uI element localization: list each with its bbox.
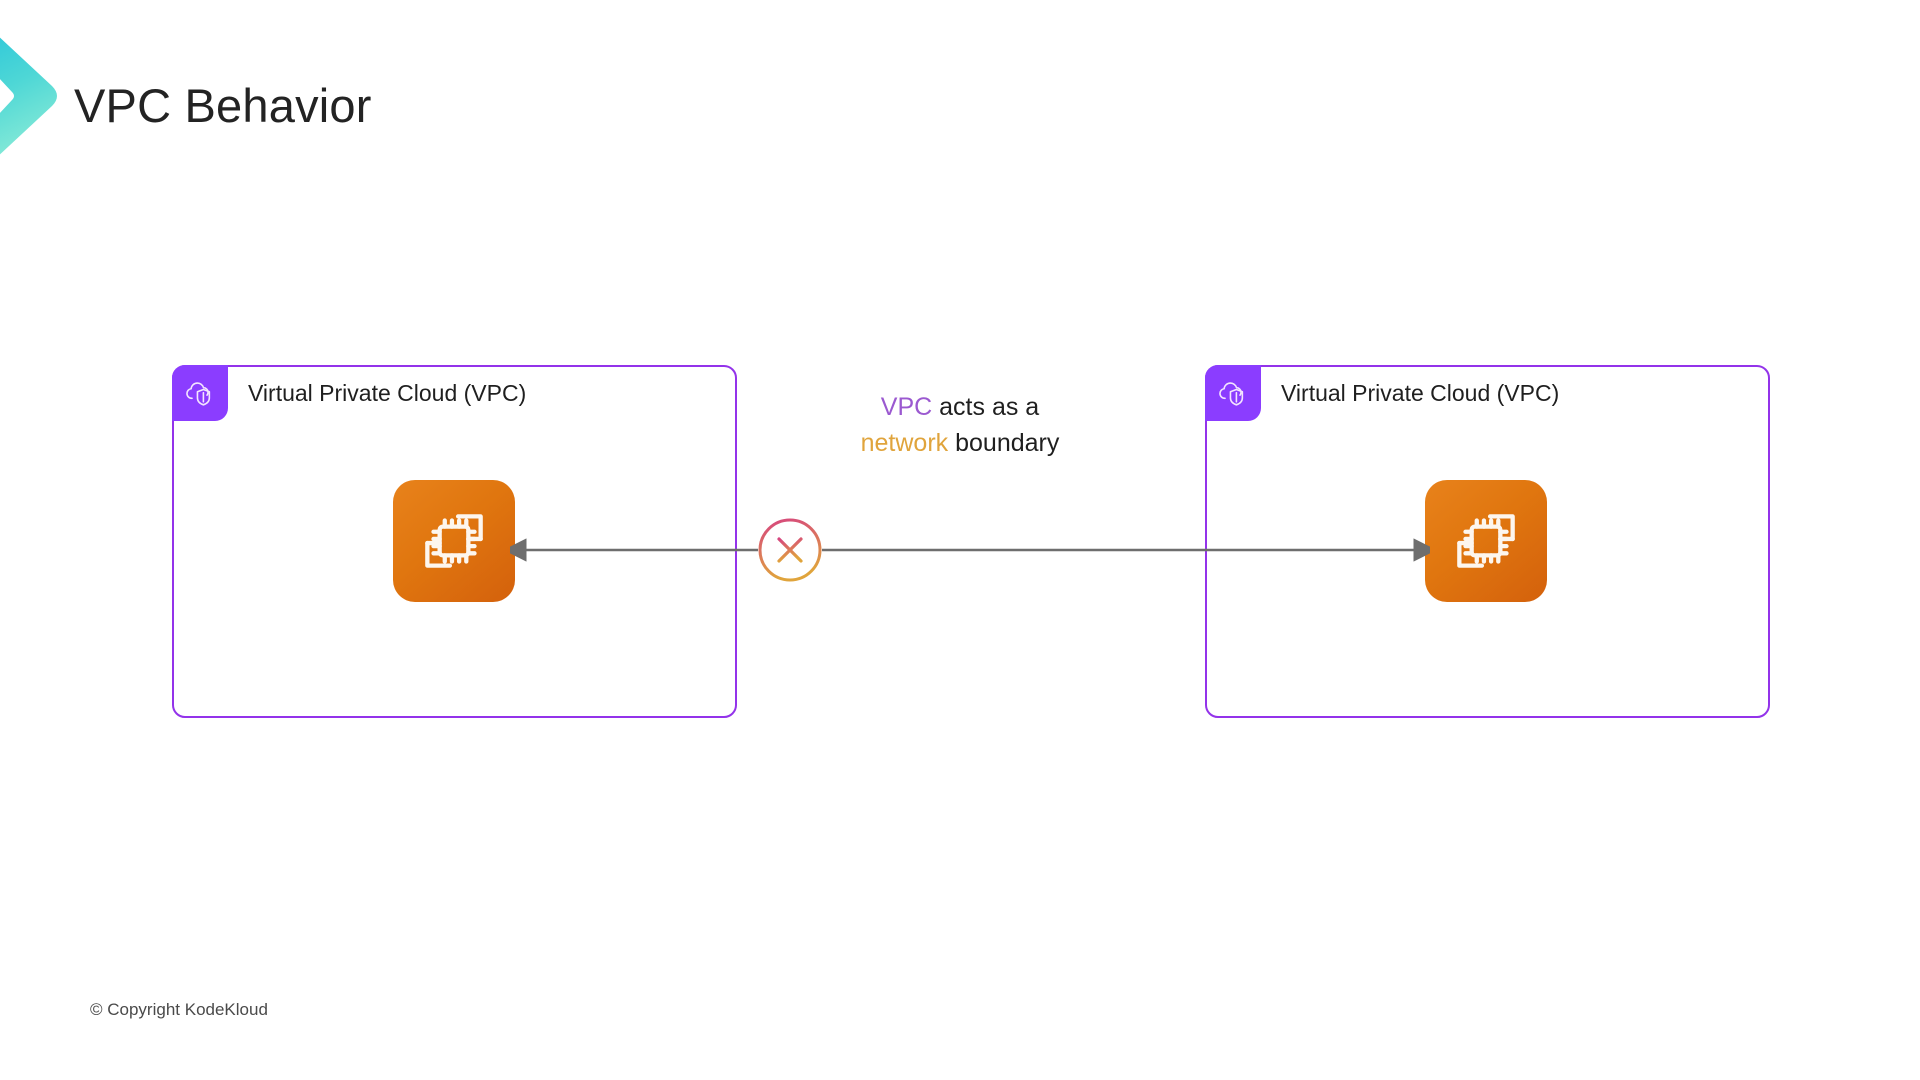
ec2-instance-icon <box>393 480 515 602</box>
vpc-label-left: Virtual Private Cloud (VPC) <box>248 380 527 406</box>
ec2-instance-icon <box>1425 480 1547 602</box>
brand-logo <box>0 22 62 170</box>
caption-line-2: network boundary <box>760 426 1160 462</box>
caption-token-network: network <box>860 428 949 457</box>
vpc-header-left: Virtual Private Cloud (VPC) <box>172 365 526 421</box>
caption-line-1-rest: acts as a <box>932 393 1040 421</box>
page-title: VPC Behavior <box>74 79 372 132</box>
caption-token-vpc: VPC <box>880 393 933 421</box>
cloud-shield-icon <box>172 365 228 421</box>
copyright-notice: © Copyright KodeKloud <box>90 1000 268 1019</box>
vpc-header-right: Virtual Private Cloud (VPC) <box>1205 365 1559 421</box>
cloud-shield-icon <box>1205 365 1261 421</box>
caption-line-1: VPC acts as a <box>760 390 1160 426</box>
vpc-container-left: Virtual Private Cloud (VPC) <box>172 365 737 718</box>
caption-line-2-rest: boundary <box>948 428 1060 457</box>
caption-text: VPC acts as a network boundary <box>760 390 1160 461</box>
vpc-label-right: Virtual Private Cloud (VPC) <box>1281 380 1560 406</box>
